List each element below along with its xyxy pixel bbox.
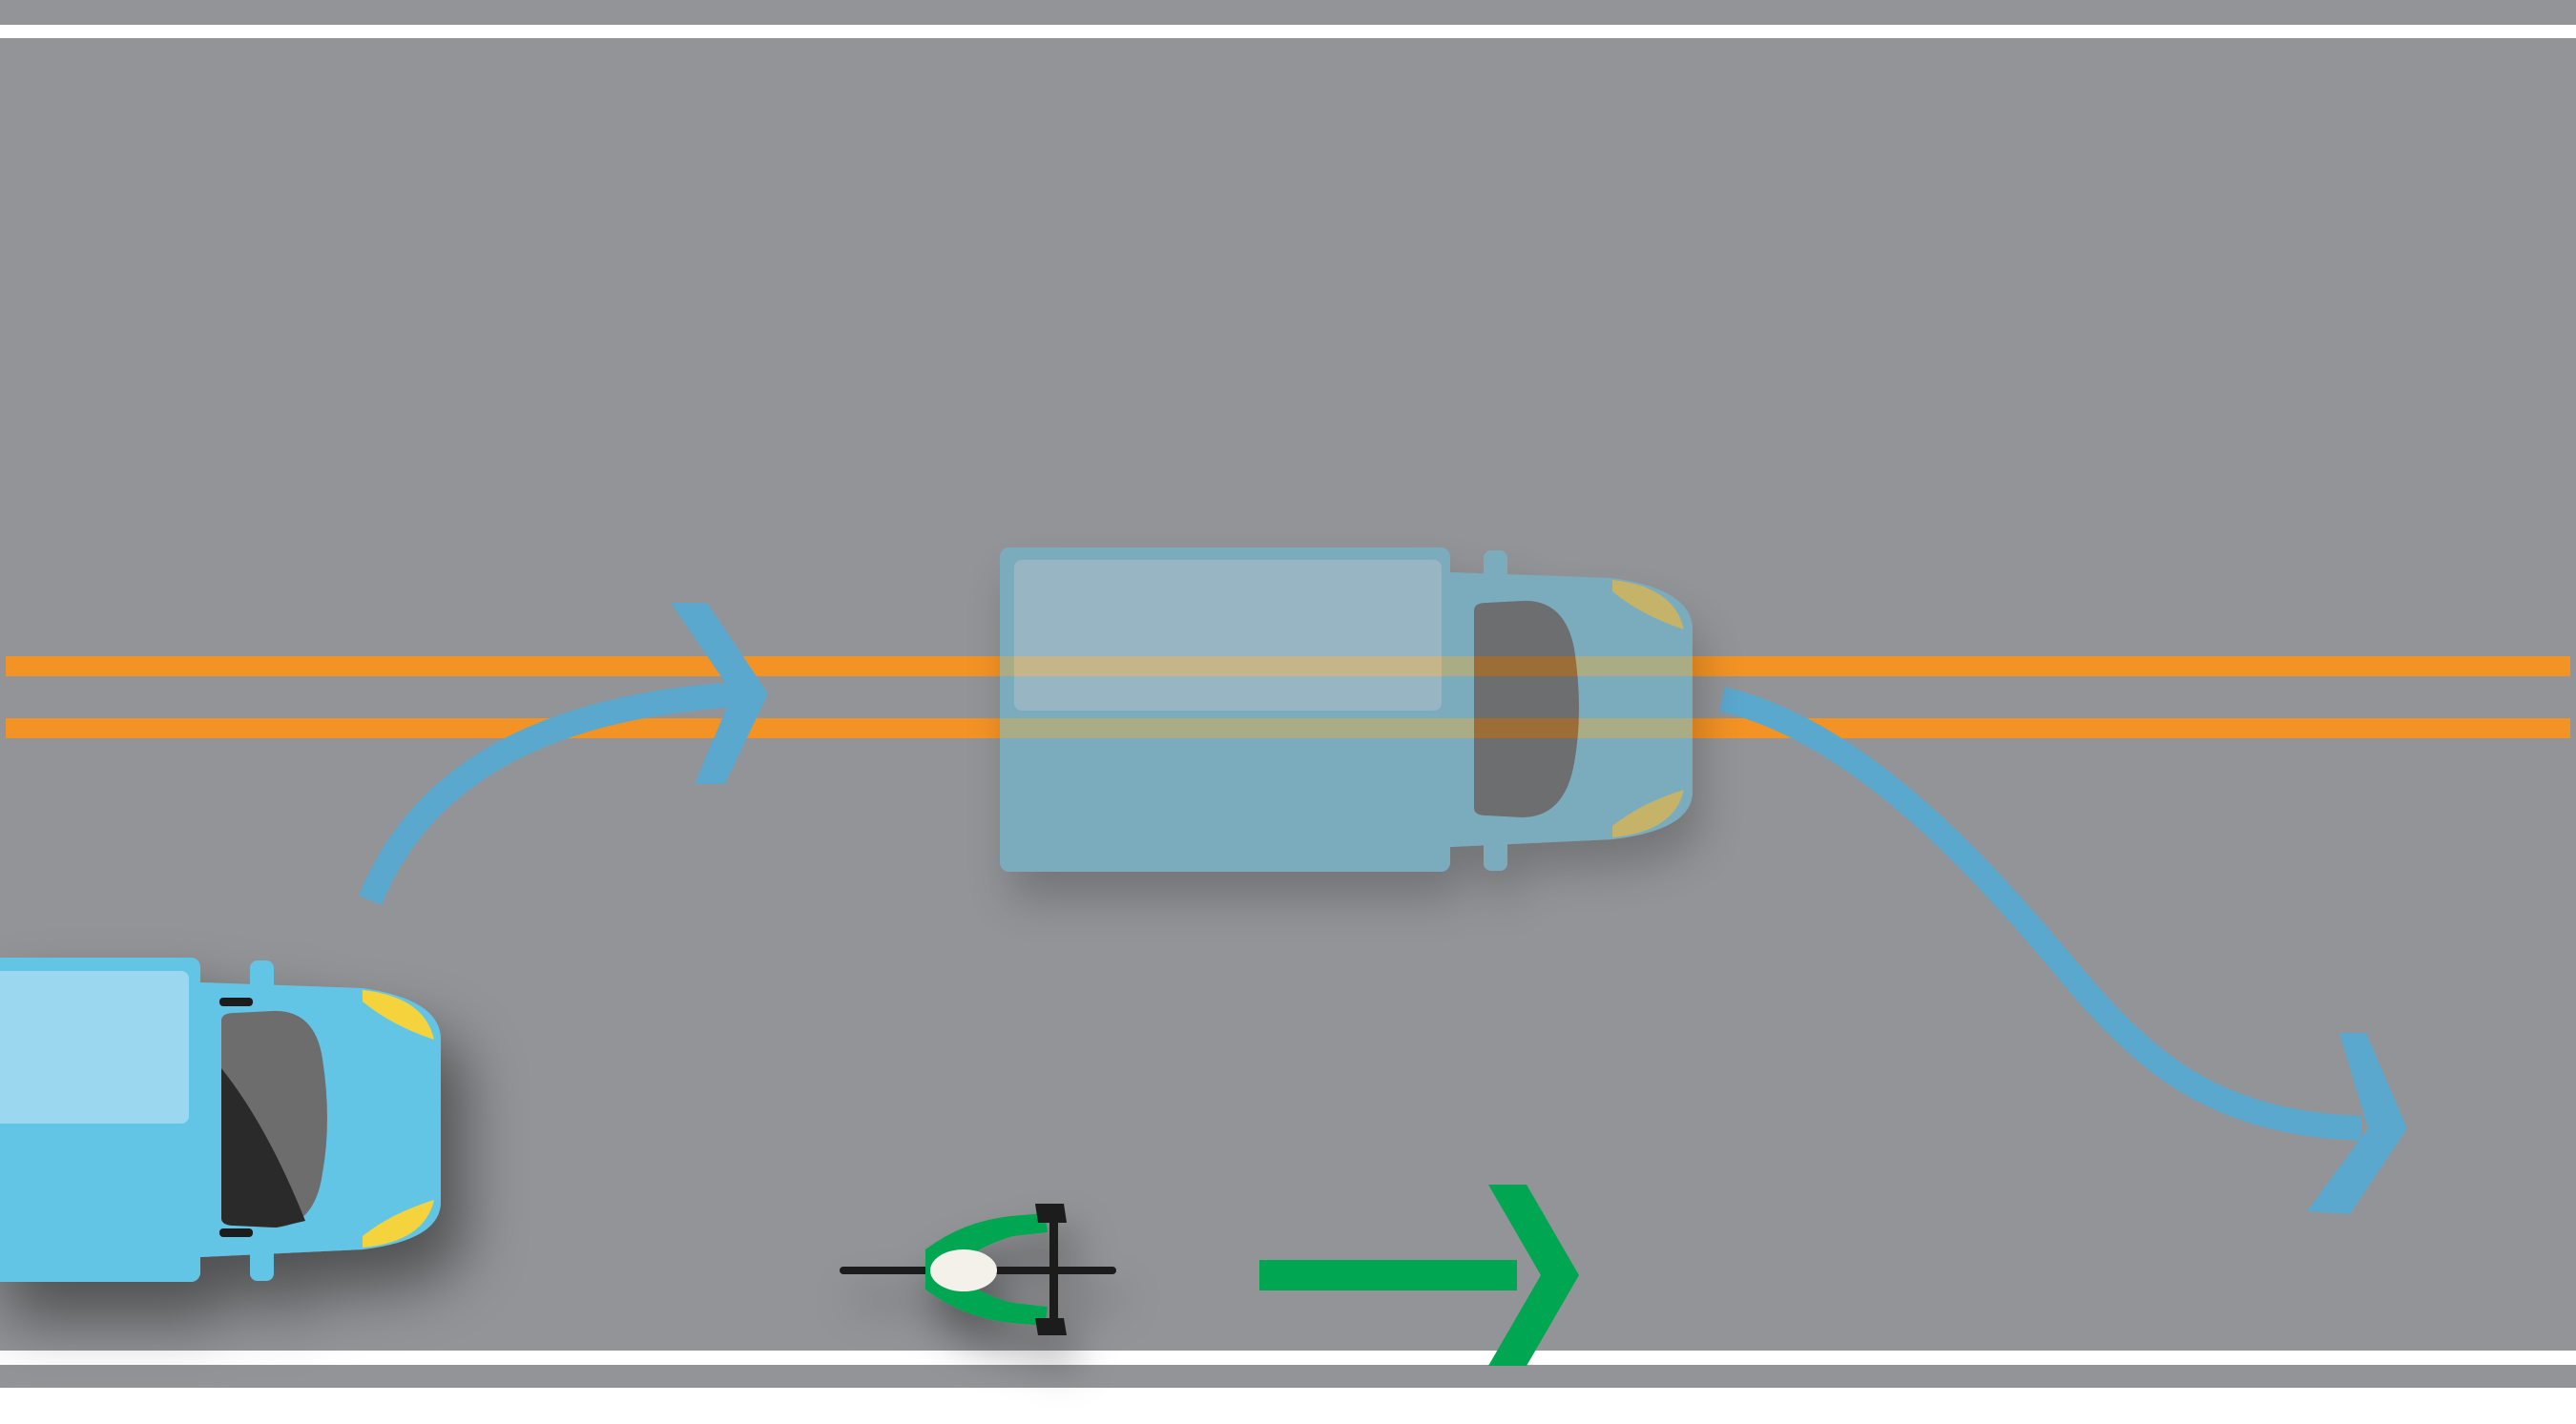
truck-icon (1000, 547, 1693, 872)
cyclist-direction-arrow (1259, 1185, 1579, 1366)
bottom-edge-line (0, 1351, 2576, 1365)
return-path-arrow (1719, 687, 2407, 1214)
straight-arrow-icon (1259, 1185, 1579, 1366)
ghost-truck (1000, 547, 1693, 872)
truck-icon (0, 958, 441, 1282)
curved-arrow-icon (671, 603, 768, 784)
top-edge-line (0, 25, 2576, 38)
truck (0, 958, 441, 1282)
cyclist-icon (840, 1204, 1116, 1335)
overtake-path-arrow (358, 603, 768, 905)
cyclist (840, 1204, 1116, 1335)
curved-arrow-icon (2307, 1033, 2407, 1214)
